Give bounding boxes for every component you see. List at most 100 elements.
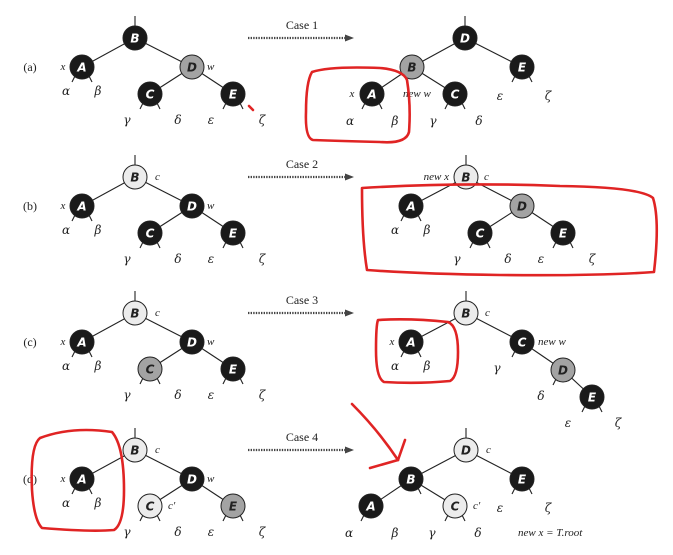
a-right-node-e-circle: [509, 54, 535, 80]
subtree-δ: δ: [174, 252, 181, 266]
b-left-x-annotation: x: [60, 200, 66, 212]
subtree-δ: δ: [174, 388, 181, 402]
b-right-node-b-circle: [453, 164, 479, 190]
subtree-β: β: [94, 359, 102, 373]
subtree-β: β: [423, 359, 431, 373]
red-box-case3: [374, 318, 460, 385]
subtree-ζ: ζ: [589, 252, 597, 266]
d-left-node-a-circle: [69, 466, 95, 492]
red-box-case1: [304, 66, 411, 144]
d-right-node-d-label: D: [461, 444, 471, 458]
d-left-node-b-label: B: [130, 444, 139, 458]
b-right-node-b-label: B: [461, 171, 470, 185]
d-left-c-annotation: c: [155, 444, 160, 456]
subtree-δ: δ: [504, 252, 511, 266]
b-left-node-b-label: B: [130, 171, 139, 185]
subtree-β: β: [94, 496, 102, 510]
b-left-w-annotation: w: [207, 200, 215, 212]
a-right-node-c-label: C: [451, 88, 460, 102]
subtree-γ: γ: [493, 361, 501, 375]
c-right-node-a-circle: [398, 329, 424, 355]
a-left-node-a-circle: [69, 54, 95, 80]
a-right-node-a-circle: [359, 81, 385, 107]
subtree-ε: ε: [538, 252, 544, 266]
b-left-node-e-label: E: [229, 227, 238, 241]
c-left-x-annotation: x: [60, 336, 66, 348]
d-left-node-b-circle: [122, 437, 148, 463]
b-left-node-c-label: C: [146, 227, 155, 241]
b-left-node-b-circle: [122, 164, 148, 190]
d-left-node-e-label: E: [229, 500, 238, 514]
c-left-node-b-circle: [122, 300, 148, 326]
case-3-label: Case 3: [286, 293, 318, 307]
d-right-node-c-circle: [442, 493, 468, 519]
d-right-node-b-label: B: [406, 473, 415, 487]
subtree-ζ: ζ: [259, 525, 267, 539]
red-arrow-head: [396, 438, 407, 462]
subtree-ζ: ζ: [615, 416, 623, 430]
b-right-node-c-circle: [467, 220, 493, 246]
subtree-ζ: ζ: [545, 501, 553, 515]
a-right-node-e-label: E: [518, 61, 527, 75]
b-right-node-d-circle: [509, 193, 535, 219]
c-left-node-a-circle: [69, 329, 95, 355]
subtree-α: α: [391, 359, 399, 373]
b-right-node-e-circle: [550, 220, 576, 246]
d-right-node-a-circle: [358, 493, 384, 519]
d-right-new-x-root-annotation: new x = T.root: [518, 527, 583, 539]
subtree-α: α: [62, 359, 70, 373]
subtree-ε: ε: [208, 388, 214, 402]
subtree-β: β: [94, 223, 102, 237]
c-right-new-w-annotation: new w: [538, 336, 566, 348]
b-right-node-a-circle: [398, 193, 424, 219]
subtree-ε: ε: [208, 525, 214, 539]
subtree-δ: δ: [475, 114, 482, 128]
d-right-node-e-circle: [509, 466, 535, 492]
subtree-γ: γ: [123, 113, 131, 127]
subtree-γ: γ: [123, 252, 131, 266]
row-label-3: (d): [23, 472, 37, 486]
red-arrow-shaft: [350, 402, 400, 462]
subtree-γ: γ: [428, 526, 436, 540]
d-right-node-c-label: C: [451, 500, 460, 514]
subtree-ε: ε: [497, 89, 503, 103]
subtree-γ: γ: [453, 252, 461, 266]
d-left-node-c-circle: [137, 493, 163, 519]
d-left-w-annotation: w: [207, 473, 215, 485]
c-left-c-annotation: c: [155, 307, 160, 319]
b-left-node-e-circle: [220, 220, 246, 246]
b-left-c-annotation: c: [155, 171, 160, 183]
c-left-node-e-label: E: [229, 363, 238, 377]
c-left-node-a-label: A: [76, 336, 86, 350]
a-left-node-e-circle: [220, 81, 246, 107]
subtree-β: β: [94, 84, 102, 98]
arrow-head-icon: [345, 446, 354, 454]
a-left-w-annotation: w: [207, 61, 215, 73]
c-right-node-e-circle: [579, 384, 605, 410]
b-right-node-c-label: C: [476, 227, 485, 241]
a-right-x-annotation: x: [349, 88, 355, 100]
a-left-node-c-circle: [137, 81, 163, 107]
a-left-node-c-label: C: [146, 88, 155, 102]
red-tick-mark: [247, 104, 255, 112]
c-left-node-b-label: B: [130, 307, 139, 321]
subtree-ζ: ζ: [259, 252, 267, 266]
c-right-node-d-label: D: [558, 364, 568, 378]
row-label-2: (c): [23, 335, 36, 349]
c-right-node-d-circle: [550, 357, 576, 383]
a-left-node-a-label: A: [76, 61, 86, 75]
b-left-node-d-label: D: [187, 200, 197, 214]
subtree-ε: ε: [497, 501, 503, 515]
b-left-node-d-circle: [179, 193, 205, 219]
subtree-γ: γ: [429, 114, 437, 128]
subtree-γ: γ: [123, 525, 131, 539]
a-right-node-d-label: D: [460, 32, 470, 46]
a-right-node-c-circle: [442, 81, 468, 107]
c-left-node-c-label: C: [146, 363, 155, 377]
d-right-node-a-label: A: [365, 500, 375, 514]
b-right-node-d-label: D: [517, 200, 527, 214]
c-right-node-c-circle: [509, 329, 535, 355]
subtree-β: β: [391, 526, 399, 540]
a-left-node-b-circle: [122, 25, 148, 51]
d-right-c-prime-annotation: c′: [473, 500, 481, 512]
